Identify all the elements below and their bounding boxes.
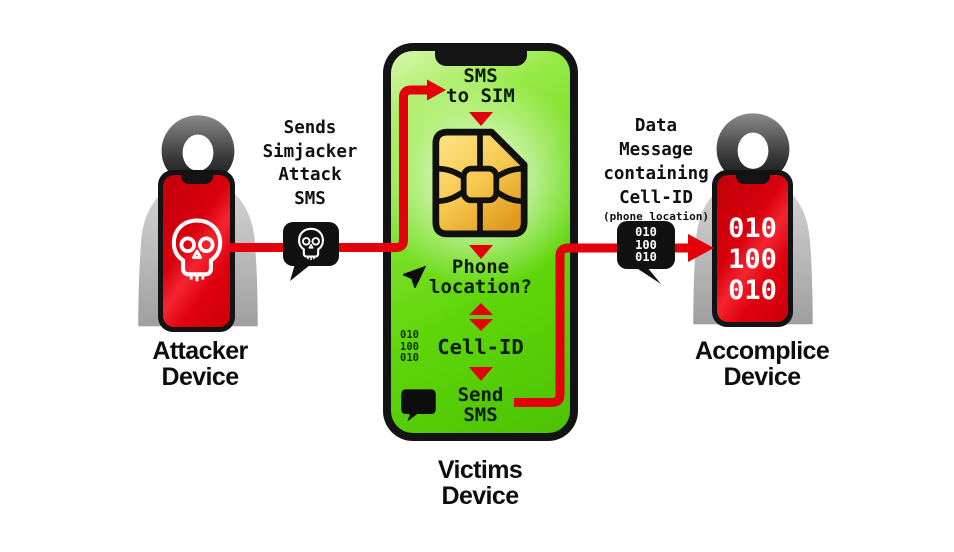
- chat-bubble-icon: [401, 389, 436, 422]
- accomplice-phone-screen: 010 100 010: [717, 175, 788, 322]
- data-message-annotation: Data Message containing Cell-ID (phone l…: [586, 114, 726, 224]
- victim-phone-notch: [434, 51, 527, 66]
- phone-location-label: Phone location?: [429, 256, 532, 298]
- victim-phone: SMS to SIM Phone location? 010 100: [383, 43, 578, 441]
- data-message-bubble: 010 100 010: [617, 221, 675, 285]
- sms-to-sim-label: SMS to SIM: [446, 65, 515, 107]
- accomplice-device-label: Accomplice Device: [694, 337, 830, 391]
- attacker-phone-notch: [180, 175, 213, 184]
- attacker-phone: [158, 170, 235, 332]
- victim-phone-screen: SMS to SIM Phone location? 010 100: [391, 51, 570, 433]
- skull-icon: [168, 217, 226, 283]
- victim-binary-text: 010 100 010: [400, 329, 419, 364]
- accomplice-binary-text: 010 100 010: [728, 213, 777, 306]
- accomplice-phone-notch: [735, 175, 770, 184]
- accomplice-phone: 010 100 010: [712, 170, 793, 327]
- attacker-device-label: Attacker Device: [152, 337, 248, 391]
- sim-card-icon: [432, 128, 528, 238]
- skull-bubble-icon: [296, 227, 326, 261]
- attacker-phone-screen: [163, 175, 230, 327]
- bubble-binary-text: 010 100 010: [635, 225, 657, 264]
- navigation-arrow-icon: [402, 265, 427, 288]
- cell-id-label: Cell-ID: [437, 335, 524, 359]
- data-message-note: (phone location): [603, 210, 709, 223]
- victim-device-label: Victims Device: [437, 456, 523, 510]
- send-sms-label: Send SMS: [457, 384, 504, 426]
- attacker-sms-annotation: Sends Simjacker Attack SMS: [262, 118, 358, 209]
- simjacker-sms-bubble: [283, 222, 339, 282]
